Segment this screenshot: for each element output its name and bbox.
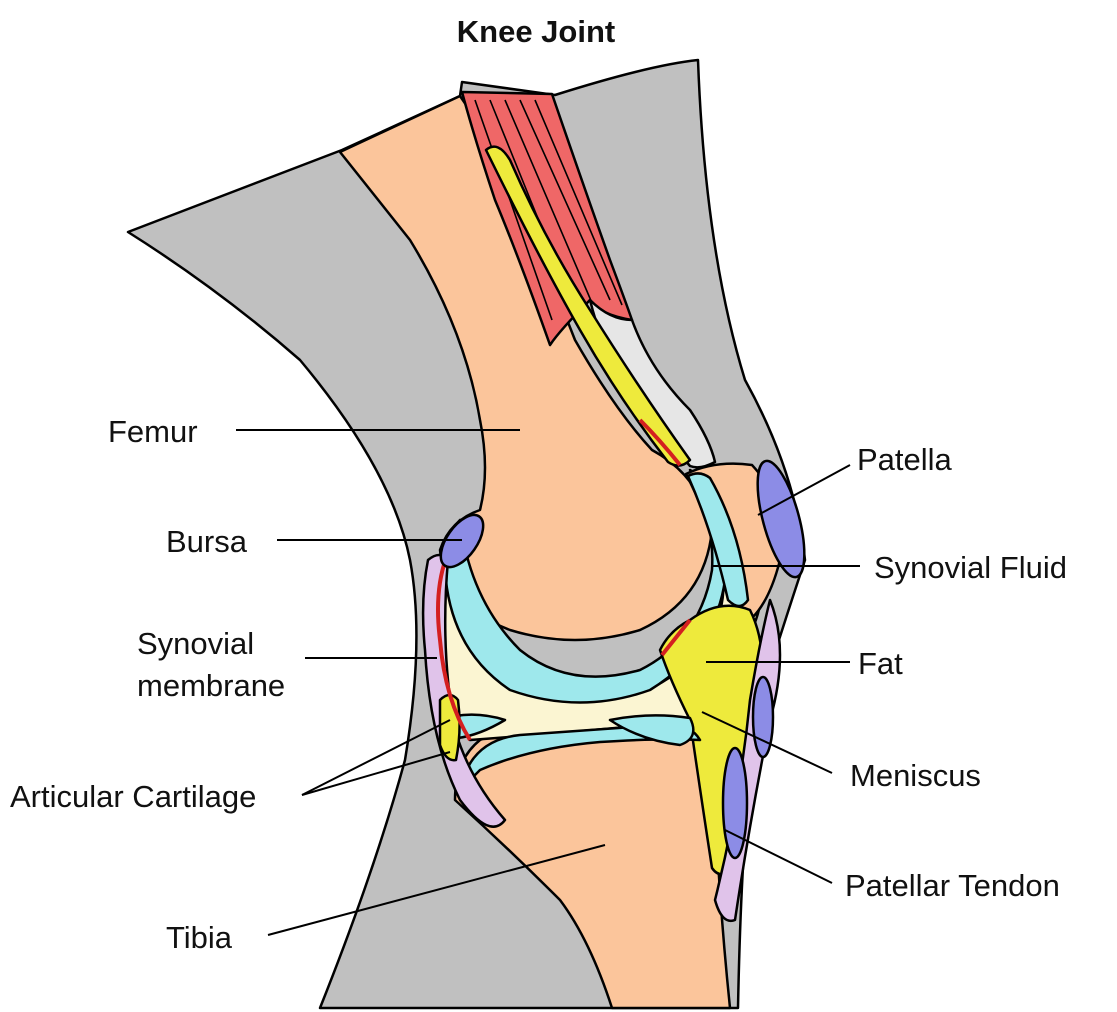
label-synovial-membrane-line1: Synovial — [137, 626, 254, 661]
label-bursa: Bursa — [166, 524, 248, 559]
label-fat: Fat — [858, 646, 903, 681]
posterior-fat — [440, 695, 460, 760]
label-articular-cartilage: Articular Cartilage — [10, 779, 256, 814]
diagram-title: Knee Joint — [457, 14, 615, 49]
label-tibia: Tibia — [166, 920, 233, 955]
label-patella: Patella — [857, 442, 953, 477]
label-synovial-membrane-line2: membrane — [137, 668, 285, 703]
label-synovial-fluid: Synovial Fluid — [874, 550, 1067, 585]
bursa-infrapatellar-2 — [723, 748, 747, 858]
label-femur: Femur — [108, 414, 198, 449]
label-patellar-tendon: Patellar Tendon — [845, 868, 1060, 903]
label-meniscus: Meniscus — [850, 758, 981, 793]
